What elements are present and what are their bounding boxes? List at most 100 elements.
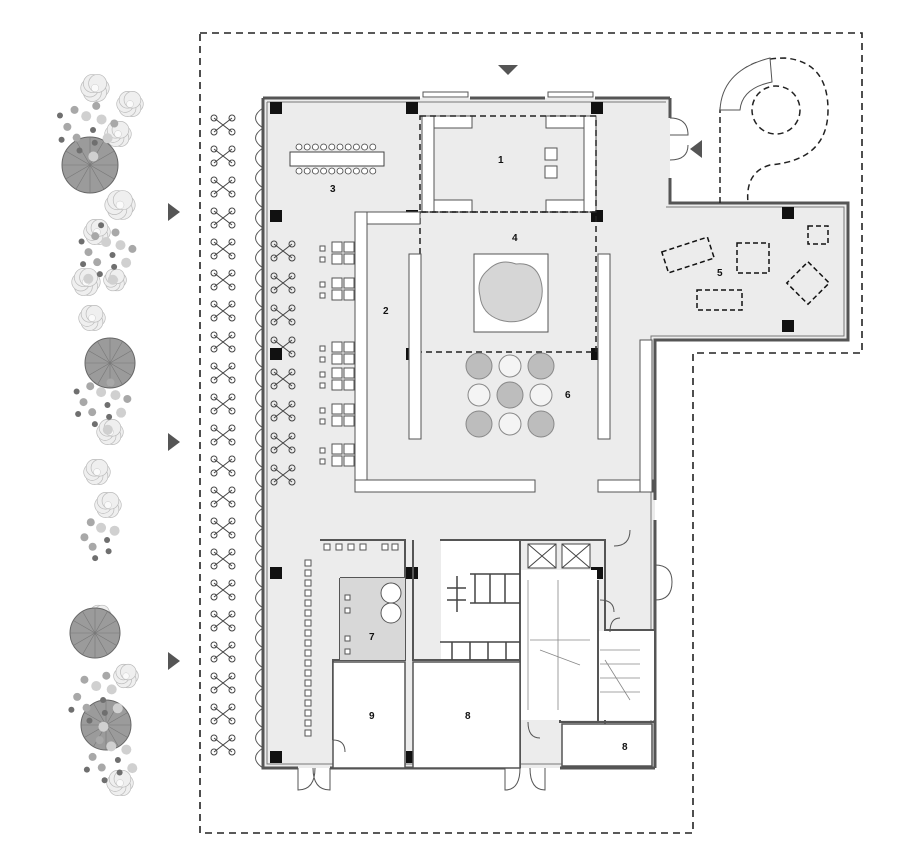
column-square-icon — [782, 207, 794, 219]
study-desk — [343, 341, 355, 353]
study-desk — [331, 353, 343, 365]
shrub-dot — [88, 408, 97, 417]
room-label-4: 4 — [512, 233, 518, 244]
chair — [319, 447, 326, 454]
shrub-dot — [82, 703, 91, 712]
bench-pair — [210, 703, 236, 725]
chair — [336, 167, 344, 175]
shrub-dot — [93, 258, 102, 267]
shrub-dot — [86, 717, 93, 724]
shrub-dot — [84, 248, 93, 257]
study-tables — [319, 241, 355, 467]
facade-fin — [255, 407, 264, 429]
bench-pair — [210, 548, 236, 570]
stool — [304, 699, 312, 707]
shrub-dot — [88, 752, 97, 761]
chair — [352, 143, 360, 151]
study-desk — [343, 379, 355, 391]
study-desk — [343, 415, 355, 427]
facade-fin — [255, 267, 264, 289]
west-outdoor-seating — [210, 114, 296, 756]
doors — [297, 117, 689, 791]
shrub-icon — [78, 305, 106, 331]
shrub-dot — [100, 697, 107, 703]
shrub-dot — [72, 133, 81, 142]
study-desk — [331, 341, 343, 353]
room-labels: 1 2 3 4 5 6 7 8 8 9 — [330, 155, 723, 753]
study-desk — [343, 353, 355, 365]
facade-fin — [255, 307, 264, 329]
shrub-dot — [79, 398, 88, 407]
shrub-dot — [56, 112, 63, 119]
stool — [344, 648, 351, 655]
chair — [311, 167, 319, 175]
shrub-dot — [105, 548, 112, 555]
study-desk — [343, 455, 355, 467]
stool — [304, 669, 312, 677]
chair — [319, 281, 326, 288]
chair — [369, 143, 377, 151]
shrub-dot — [91, 421, 98, 428]
chair — [319, 371, 326, 378]
shrub-dot — [63, 122, 72, 131]
facade-fin — [255, 647, 264, 669]
ring-bookshelves — [354, 211, 654, 493]
shrub-dot — [96, 522, 107, 533]
stool — [304, 599, 312, 607]
facade-fin — [255, 687, 264, 709]
chair — [361, 167, 369, 175]
facade-fin — [255, 627, 264, 649]
bench-pair — [210, 517, 236, 539]
shrub-dot — [101, 237, 112, 248]
facade-fin — [255, 147, 264, 169]
tree-canopy-icon — [69, 607, 121, 659]
chair — [361, 143, 369, 151]
shrub-dot — [114, 757, 121, 763]
bench-pair — [210, 300, 236, 322]
stool — [304, 609, 312, 617]
bench-pair — [210, 114, 236, 136]
room-label-5: 5 — [717, 268, 723, 279]
shrub-dot — [88, 151, 99, 162]
triangle-arrow-icon — [690, 140, 702, 158]
shrub-icon — [113, 663, 139, 689]
shrub-icon — [94, 492, 122, 518]
bench-pair — [210, 176, 236, 198]
facade-fin — [255, 447, 264, 469]
shrub-dot — [106, 413, 113, 420]
shrub-dot — [96, 387, 107, 398]
shrub-dot — [102, 133, 113, 144]
shrub-dot — [73, 388, 80, 395]
shrub-icon — [104, 190, 136, 220]
facade-fin — [255, 227, 264, 249]
chair — [319, 256, 326, 263]
study-desk — [343, 367, 355, 379]
chair — [328, 143, 336, 151]
study-desk — [343, 253, 355, 265]
room-7-round-table — [380, 602, 402, 624]
room-8b-area — [561, 723, 653, 767]
facade-fin — [255, 287, 264, 309]
stair-core — [521, 570, 597, 720]
study-desk — [331, 277, 343, 289]
chair — [319, 382, 326, 389]
study-desk — [343, 241, 355, 253]
facade-fin — [255, 507, 264, 529]
bench-pair — [270, 464, 296, 486]
chair — [319, 345, 326, 352]
column-square-icon — [270, 567, 282, 579]
chair — [295, 143, 303, 151]
stool — [359, 543, 367, 551]
shrub-dot — [58, 136, 65, 143]
bench-pair — [270, 400, 296, 422]
stool — [304, 719, 312, 727]
room-label-2: 2 — [383, 306, 389, 317]
room-7-round-table — [380, 582, 402, 604]
facade-fin — [255, 607, 264, 629]
shrub-dot — [83, 273, 94, 284]
shrub-dot — [109, 525, 120, 536]
stool — [335, 543, 343, 551]
stool — [344, 607, 351, 614]
chair — [320, 167, 328, 175]
shrub-dot — [110, 119, 119, 128]
